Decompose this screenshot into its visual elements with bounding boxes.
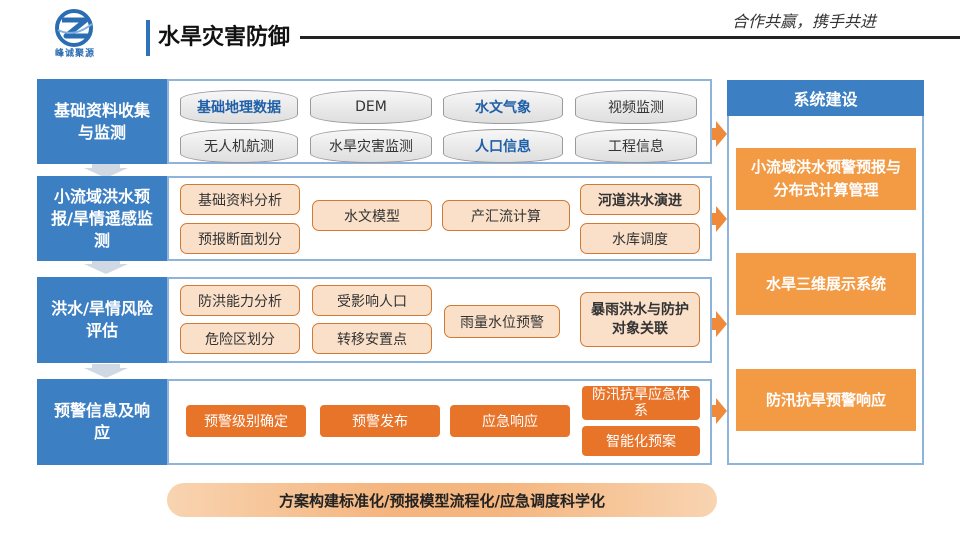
bottom-banner: 方案构建标准化/预报模型流程化/应急调度科学化 (167, 483, 717, 517)
slogan: 合作共赢，携手共进 (731, 12, 876, 31)
logo-icon (52, 8, 96, 48)
logo-text: 峰诚聚源 (54, 48, 95, 59)
cylinder-population: 人口信息 (443, 129, 563, 163)
category-1: 基础资料收集与监测 (37, 79, 167, 164)
box-warning-level: 预警级别确定 (186, 405, 306, 437)
category-3: 洪水/旱情风险评估 (37, 277, 167, 363)
cylinder-dem: DEM (310, 90, 432, 124)
box-hazard-zone: 危险区划分 (180, 323, 300, 354)
box-smart-plan: 智能化预案 (582, 426, 700, 456)
box-runoff-calc: 产汇流计算 (442, 200, 570, 231)
box-flood-routing: 河道洪水演进 (580, 184, 700, 215)
box-section-division: 预报断面划分 (180, 223, 300, 254)
box-emergency-response: 应急响应 (450, 405, 570, 437)
header-rule (300, 36, 960, 39)
box-data-analysis: 基础资料分析 (180, 184, 300, 215)
system-item-3d-display: 水旱三维展示系统 (736, 253, 916, 315)
cylinder-video: 视频监测 (575, 90, 697, 124)
box-rain-level-warning: 雨量水位预警 (444, 305, 560, 338)
box-affected-population: 受影响人口 (312, 285, 432, 316)
cylinder-uav: 无人机航测 (180, 129, 298, 163)
box-flood-capacity: 防洪能力分析 (180, 285, 300, 316)
box-reservoir: 水库调度 (580, 223, 700, 254)
page-title: 水旱灾害防御 (158, 25, 291, 50)
cylinder-engineering: 工程信息 (575, 129, 697, 163)
system-header: 系统建设 (727, 80, 924, 116)
category-2: 小流域洪水预报/旱情遥感监测 (37, 176, 167, 261)
box-warning-release: 预警发布 (320, 405, 440, 437)
box-storm-protection: 暴雨洪水与防护对象关联 (580, 292, 700, 347)
cylinder-basic-geo: 基础地理数据 (180, 90, 298, 124)
title-accent-bar (146, 20, 150, 56)
cylinder-disaster-monitor: 水旱灾害监测 (310, 129, 432, 163)
system-item-warning-response: 防汛抗旱预警响应 (736, 369, 916, 431)
box-relocation: 转移安置点 (312, 323, 432, 354)
system-item-flood-forecast: 小流域洪水预警预报与分布式计算管理 (736, 148, 916, 210)
box-emergency-system: 防汛抗旱应急体系 (582, 386, 700, 420)
category-4: 预警信息及响应 (37, 379, 167, 465)
box-hydro-model: 水文模型 (312, 200, 432, 231)
cylinder-hydromet: 水文气象 (443, 90, 563, 124)
